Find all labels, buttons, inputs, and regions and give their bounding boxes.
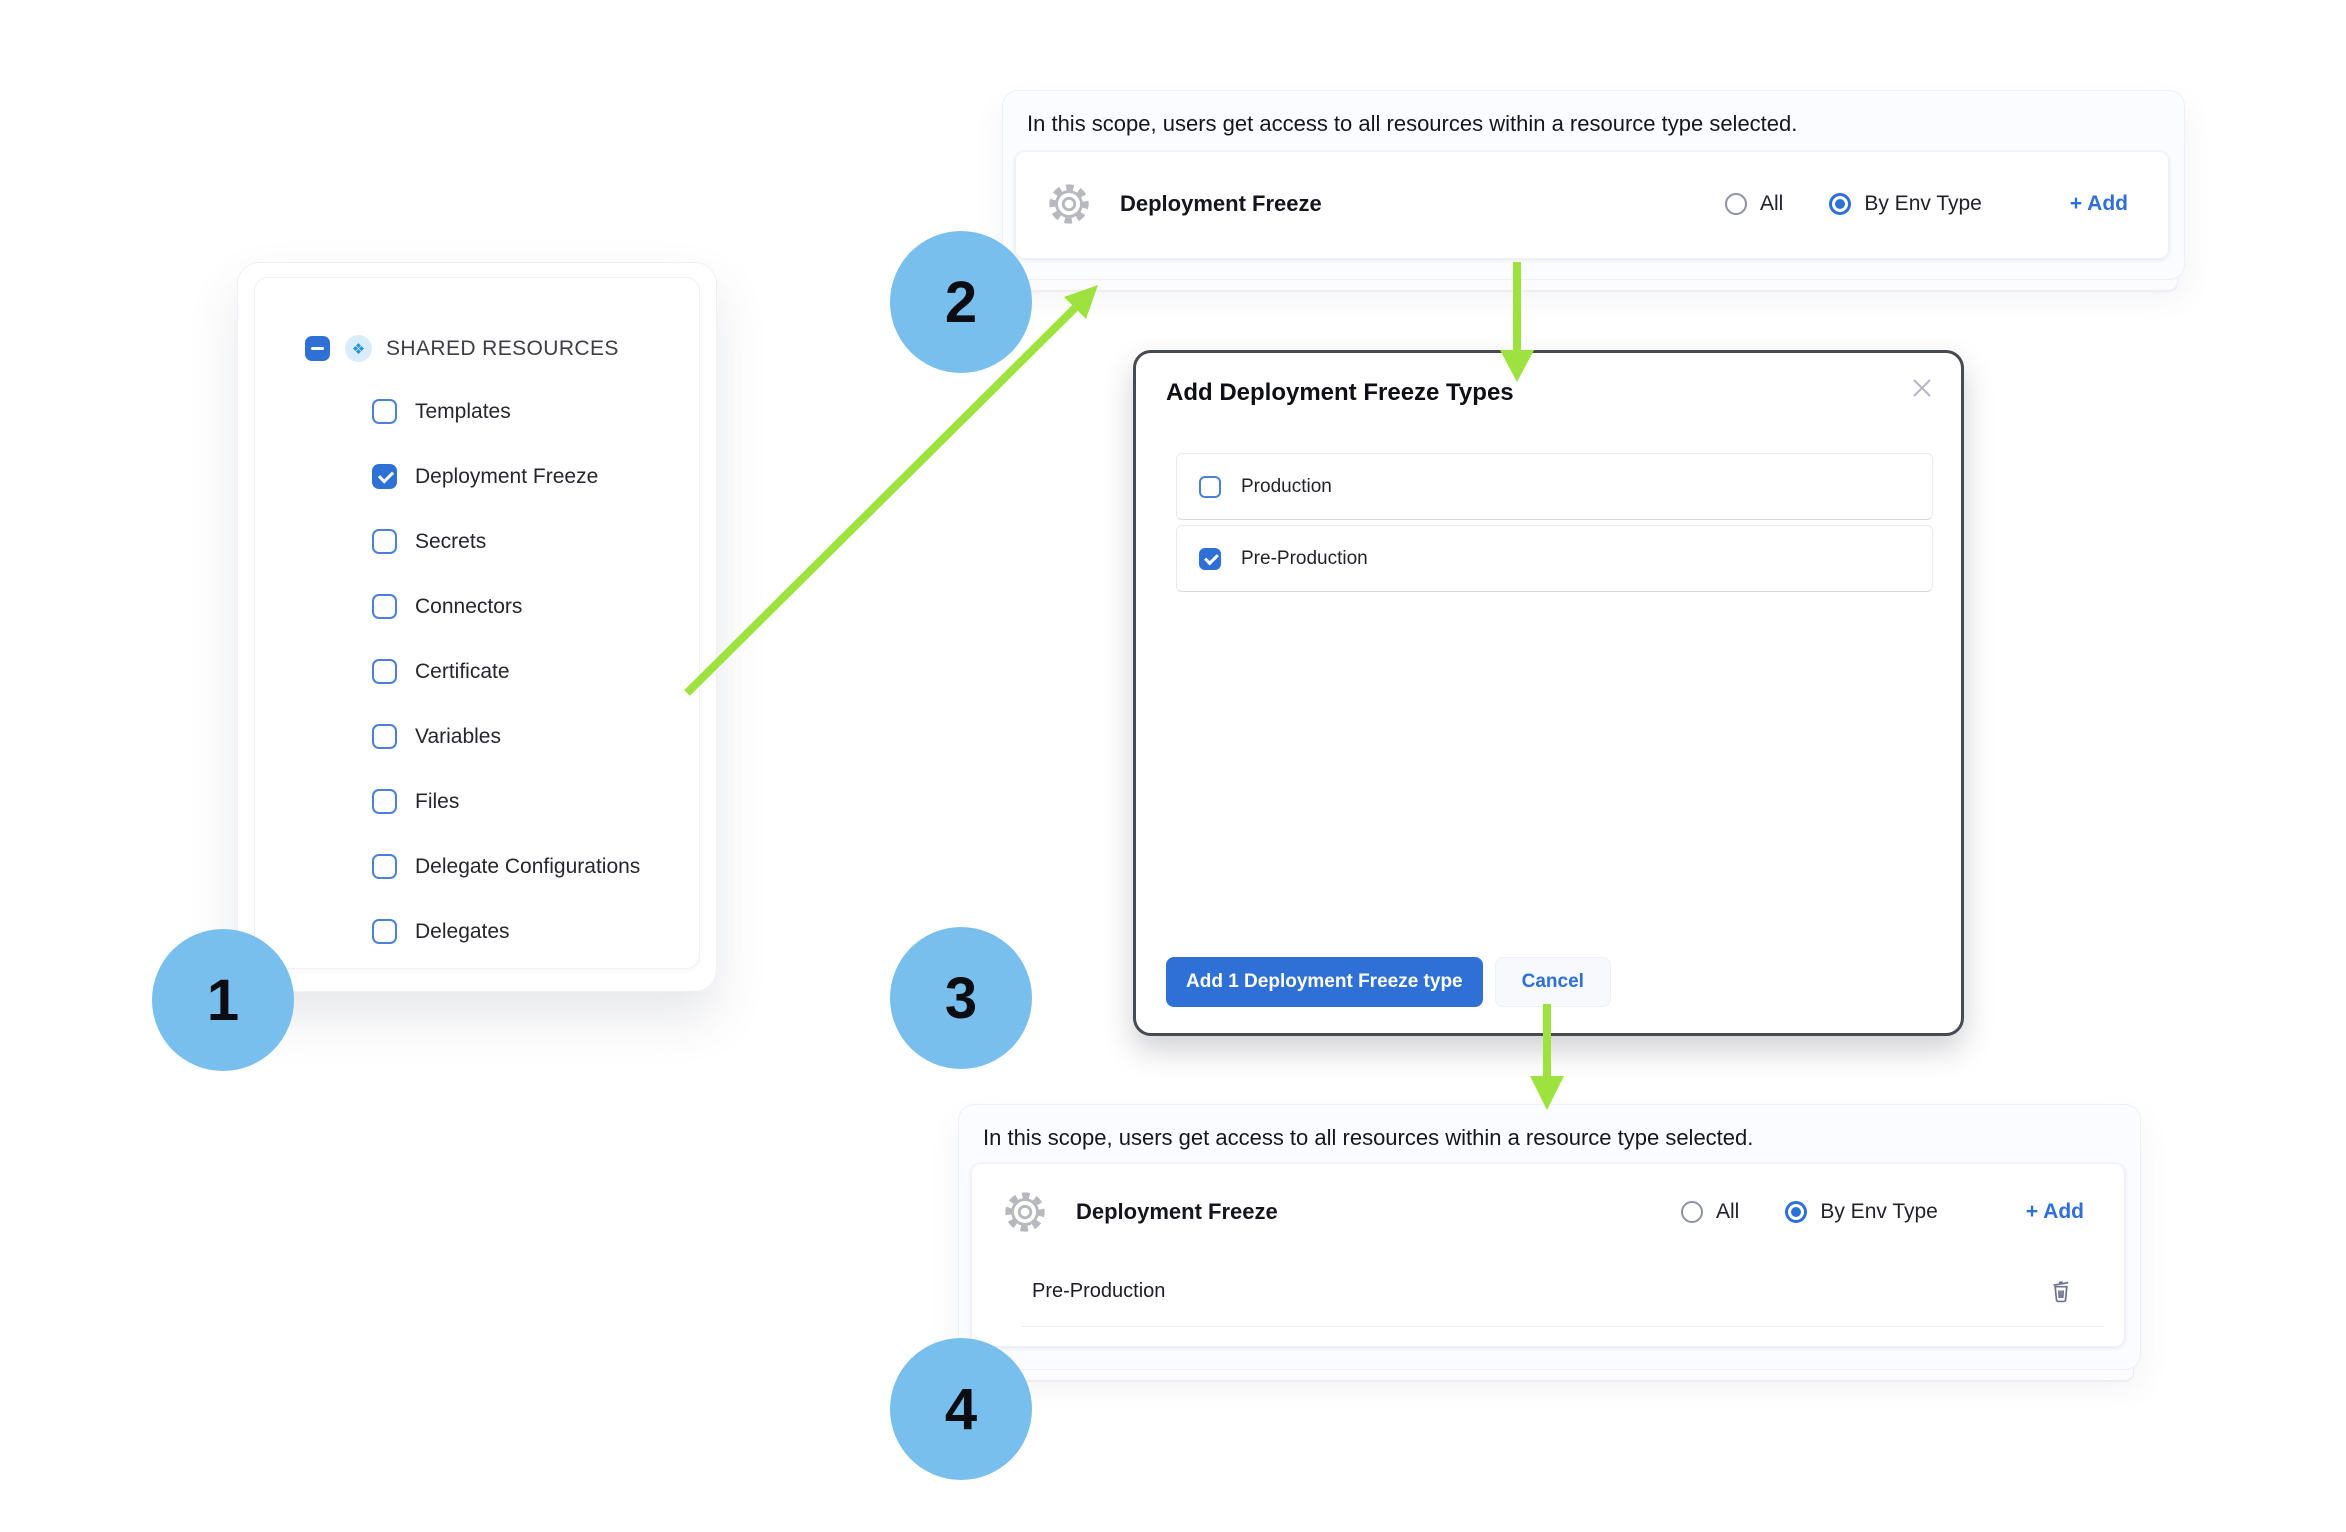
resource-type-list: Templates Deployment Freeze Secrets Conn…: [372, 379, 640, 964]
resource-row-deployment-freeze[interactable]: Deployment Freeze: [372, 444, 640, 509]
add-types-modal: Add Deployment Freeze Types Production P…: [1133, 350, 1964, 1036]
env-type-list: Production Pre-Production: [1176, 453, 1933, 597]
shared-resources-icon: ❖: [345, 335, 372, 362]
resource-row-connectors[interactable]: Connectors: [372, 574, 640, 639]
radio-option-all[interactable]: All: [1725, 192, 1783, 216]
scope-controls: All By Env Type + Add: [1725, 192, 2138, 216]
resource-label: Connectors: [415, 594, 523, 618]
scope-panel-bottom: In this scope, users get access to all r…: [958, 1104, 2141, 1370]
radio-option-by-env-type[interactable]: By Env Type: [1785, 1200, 1938, 1224]
resource-type-card: Deployment Freeze All By Env Type + Add …: [971, 1163, 2125, 1347]
checkbox[interactable]: [372, 789, 397, 814]
step-badge-1: 1: [152, 929, 294, 1071]
scope-description: In this scope, users get access to all r…: [1027, 111, 1798, 136]
env-type-row-production[interactable]: Production: [1176, 453, 1933, 520]
checkbox[interactable]: [372, 919, 397, 944]
scope-controls: All By Env Type + Add: [1681, 1200, 2094, 1224]
resource-row-templates[interactable]: Templates: [372, 379, 640, 444]
step-badge-4: 4: [890, 1338, 1032, 1480]
resource-row-certificate[interactable]: Certificate: [372, 639, 640, 704]
resource-label: Secrets: [415, 529, 487, 553]
radio-label: All: [1716, 1200, 1740, 1223]
checkbox[interactable]: [372, 464, 397, 489]
modal-title: Add Deployment Freeze Types: [1166, 379, 1514, 406]
env-type-label: Production: [1241, 475, 1332, 497]
resource-label: Deployment Freeze: [415, 464, 599, 488]
env-type-row-pre-production[interactable]: Pre-Production: [1176, 525, 1933, 592]
add-link[interactable]: + Add: [2069, 192, 2128, 215]
cancel-button[interactable]: Cancel: [1494, 957, 1611, 1007]
modal-footer: Add 1 Deployment Freeze type Cancel: [1166, 957, 1611, 1007]
shared-resources-header: ❖ SHARED RESOURCES: [305, 335, 619, 362]
radio-all[interactable]: [1725, 193, 1747, 215]
trash-icon[interactable]: [2048, 1277, 2074, 1305]
resource-row-secrets[interactable]: Secrets: [372, 509, 640, 574]
checkbox[interactable]: [372, 854, 397, 879]
resource-row-variables[interactable]: Variables: [372, 704, 640, 769]
gear-icon: [1005, 1192, 1045, 1232]
resource-label: Templates: [415, 399, 511, 423]
radio-by-env-type[interactable]: [1785, 1201, 1808, 1223]
resource-row-files[interactable]: Files: [372, 769, 640, 834]
radio-label: By Env Type: [1820, 1200, 1938, 1223]
arrow-panel1-to-panel2: [684, 285, 1098, 696]
checkbox[interactable]: [372, 594, 397, 619]
shared-resources-panel-inner: ❖ SHARED RESOURCES Templates Deployment …: [254, 277, 700, 969]
diamond-glyph: ❖: [351, 340, 366, 358]
checkbox[interactable]: [1199, 547, 1221, 570]
radio-label: All: [1760, 192, 1784, 215]
add-deployment-freeze-type-button[interactable]: Add 1 Deployment Freeze type: [1166, 957, 1483, 1007]
radio-label: By Env Type: [1864, 192, 1982, 215]
resource-label: Files: [415, 789, 460, 813]
shared-resources-panel: ❖ SHARED RESOURCES Templates Deployment …: [237, 262, 717, 992]
resource-type-card: Deployment Freeze All By Env Type + Add: [1015, 151, 2169, 259]
radio-option-by-env-type[interactable]: By Env Type: [1829, 192, 1982, 216]
resource-row-delegates[interactable]: Delegates: [372, 899, 640, 964]
radio-option-all[interactable]: All: [1681, 1200, 1739, 1224]
resource-label: Certificate: [415, 659, 510, 683]
radio-all[interactable]: [1681, 1201, 1703, 1223]
gear-icon: [1049, 184, 1089, 224]
checkbox[interactable]: [1199, 475, 1221, 498]
step-badge-3: 3: [890, 927, 1032, 1069]
resource-type-title: Deployment Freeze: [1076, 1199, 1278, 1224]
panel-title: SHARED RESOURCES: [386, 336, 619, 360]
checkbox[interactable]: [372, 399, 397, 424]
resource-label: Delegate Configurations: [415, 854, 641, 878]
radio-by-env-type[interactable]: [1829, 193, 1852, 215]
close-icon[interactable]: [1909, 375, 1935, 401]
checkbox[interactable]: [372, 529, 397, 554]
scope-panel-top: In this scope, users get access to all r…: [1002, 90, 2185, 280]
scope-description: In this scope, users get access to all r…: [983, 1125, 1754, 1150]
checkbox[interactable]: [372, 659, 397, 684]
resource-label: Delegates: [415, 919, 510, 943]
deployment-freeze-row: Deployment Freeze All By Env Type + Add: [1016, 152, 2168, 256]
resource-row-delegate-configurations[interactable]: Delegate Configurations: [372, 834, 640, 899]
env-type-entry-row: Pre-Production: [972, 1260, 2124, 1322]
step-badge-2: 2: [890, 231, 1032, 373]
env-type-entry-label: Pre-Production: [1032, 1279, 1166, 1302]
entry-divider: [1022, 1326, 2104, 1327]
resource-label: Variables: [415, 724, 501, 748]
add-link[interactable]: + Add: [2025, 1200, 2084, 1223]
deployment-freeze-row: Deployment Freeze All By Env Type + Add: [972, 1164, 2124, 1260]
checkbox[interactable]: [372, 724, 397, 749]
env-type-label: Pre-Production: [1241, 547, 1368, 569]
collapse-button[interactable]: [305, 336, 330, 361]
resource-type-title: Deployment Freeze: [1120, 191, 1322, 216]
